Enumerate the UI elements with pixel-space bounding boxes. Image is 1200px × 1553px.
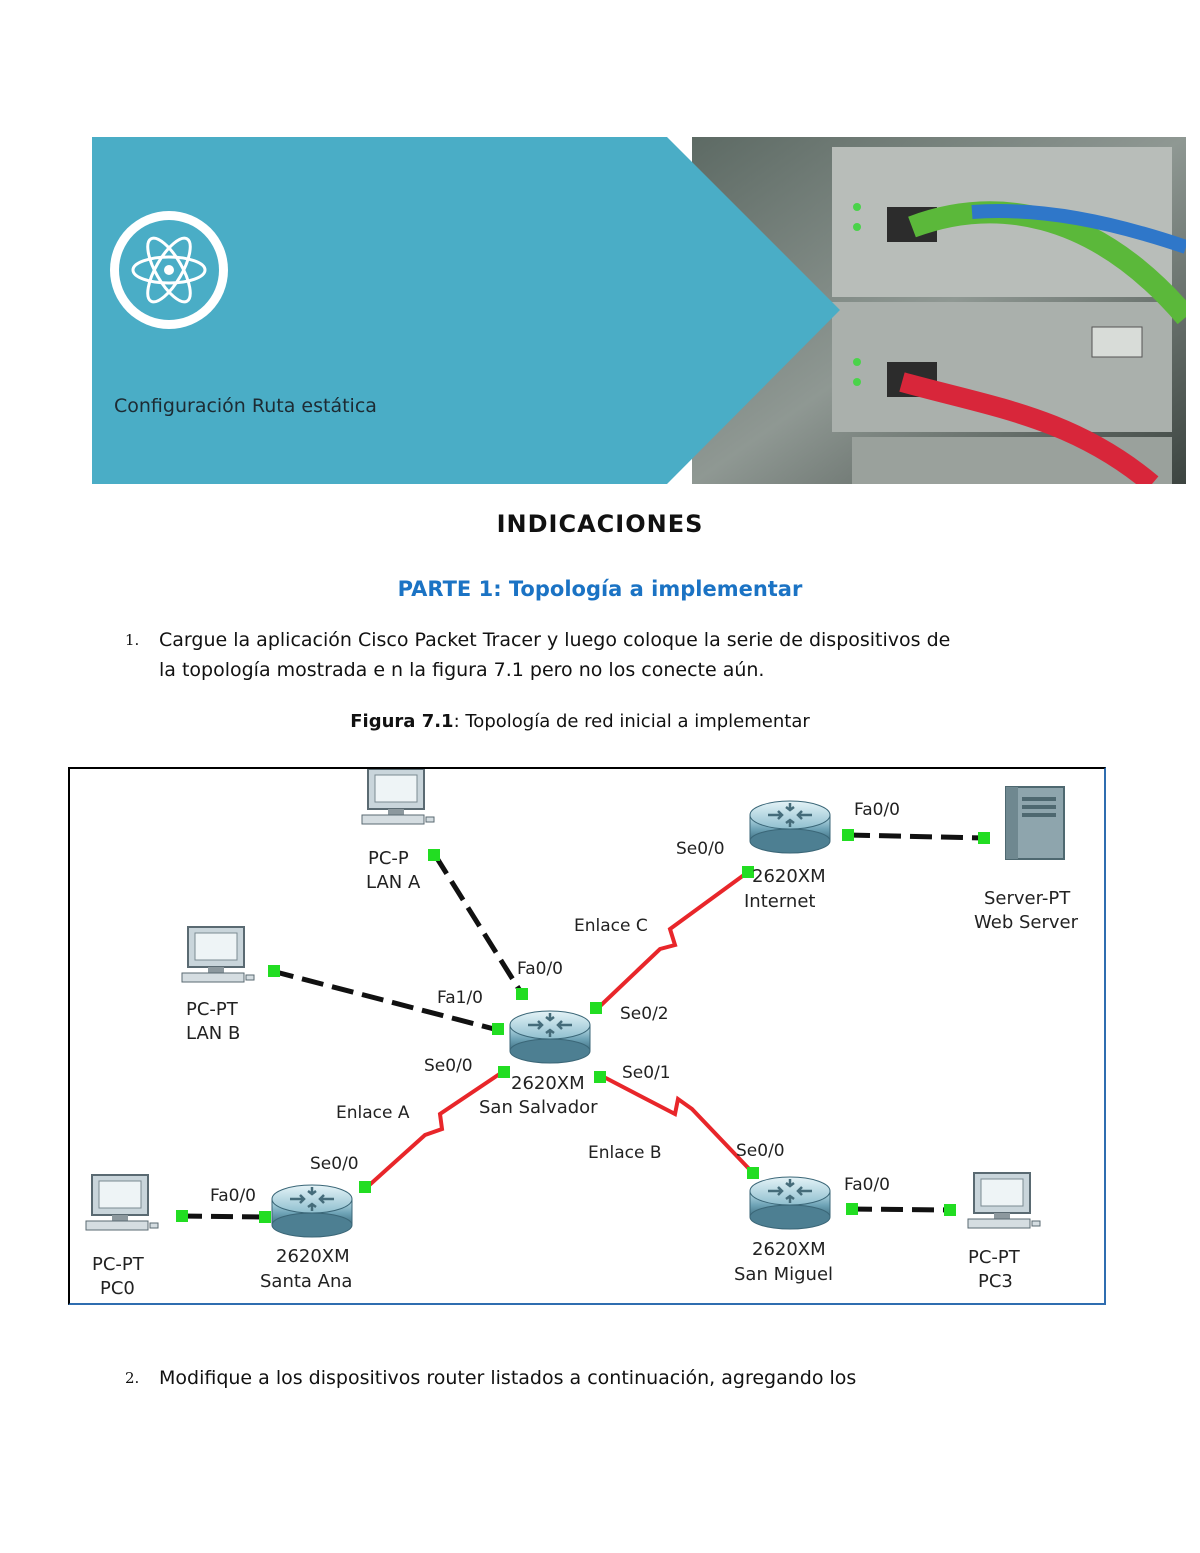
port-dot [842, 829, 854, 841]
pc-lan-a[interactable] [361, 769, 435, 825]
port-dot [742, 866, 754, 878]
list-text: Cargue la aplicación Cisco Packet Tracer… [159, 625, 1079, 685]
link-webserver [847, 832, 987, 841]
list-number: 2. [125, 1369, 140, 1387]
link-lanb [271, 968, 499, 1033]
server-web[interactable] [1005, 786, 1065, 860]
port-dot [176, 1210, 188, 1222]
atom-icon [110, 211, 228, 329]
port-dot [492, 1023, 504, 1035]
port-dot [594, 1071, 606, 1083]
port-label: Se0/0 [424, 1056, 473, 1076]
port-dot [359, 1181, 371, 1193]
link-label: Enlace A [336, 1103, 410, 1123]
pc-pc0[interactable] [85, 1174, 159, 1231]
port-label: Fa0/0 [210, 1186, 256, 1206]
device-type-label: 2620XM [752, 1239, 826, 1260]
link-pc0 [179, 1213, 266, 1220]
device-type-label: Server-PT [984, 888, 1071, 909]
pc-pc3[interactable] [967, 1172, 1041, 1229]
device-name-label: Santa Ana [260, 1271, 352, 1292]
device-name-label: San Miguel [734, 1264, 833, 1285]
list-text-line: Modifique a los dispositivos router list… [159, 1367, 857, 1389]
router-internet[interactable] [748, 799, 832, 855]
section-heading: PARTE 1: Topología a implementar [397, 577, 803, 601]
device-type-label: 2620XM [276, 1246, 350, 1267]
device-name-label: San Salvador [479, 1097, 598, 1118]
port-dot [268, 965, 280, 977]
header-banner: Configuración Ruta estática [92, 137, 1186, 484]
router-san-miguel[interactable] [748, 1175, 832, 1231]
device-name-label: PC0 [100, 1278, 135, 1299]
banner-arrow [92, 137, 840, 484]
port-label: Se0/0 [736, 1141, 785, 1161]
link-pc3 [849, 1206, 953, 1213]
port-label: Fa0/0 [844, 1175, 890, 1195]
port-dot [747, 1167, 759, 1179]
port-label: Se0/0 [310, 1154, 359, 1174]
topology-diagram: PC-P LAN A PC-PT LAN B 2620XM Internet S… [85, 769, 1079, 1299]
port-label: Se0/2 [620, 1004, 669, 1024]
banner-graphic [92, 137, 1186, 484]
port-dot [516, 988, 528, 1000]
link-label: Enlace C [574, 916, 648, 936]
router-santa-ana[interactable] [270, 1183, 354, 1239]
link-enlace-a [363, 1069, 506, 1191]
link-enlace-b [599, 1073, 755, 1175]
document-title: Configuración Ruta estática [114, 395, 377, 417]
port-dot [590, 1002, 602, 1014]
link-label: Enlace B [588, 1143, 662, 1163]
link-lana [432, 853, 525, 996]
list-text-line: Cargue la aplicación Cisco Packet Tracer… [159, 629, 951, 651]
page-heading: INDICACIONES [496, 510, 704, 538]
port-dot [428, 849, 440, 861]
port-label: Se0/1 [622, 1063, 671, 1083]
port-label: Se0/0 [676, 839, 725, 859]
list-text: Modifique a los dispositivos router list… [159, 1363, 1079, 1393]
topology-figure: PC-P LAN A PC-PT LAN B 2620XM Internet S… [68, 767, 1106, 1305]
device-name-label: PC3 [978, 1271, 1013, 1292]
port-dot [944, 1204, 956, 1216]
device-type-label: PC-PT [186, 999, 239, 1020]
port-label: Fa0/0 [517, 959, 563, 979]
list-text-line: la topología mostrada e n la figura 7.1 … [159, 659, 765, 681]
caption-text: : Topología de red inicial a implementar [453, 711, 810, 732]
port-dot [846, 1203, 858, 1215]
port-dot [498, 1066, 510, 1078]
port-dot [978, 832, 990, 844]
device-type-label: 2620XM [511, 1073, 585, 1094]
device-type-label: PC-PT [968, 1247, 1021, 1268]
port-label: Fa1/0 [437, 988, 483, 1008]
link-enlace-c [595, 870, 750, 1011]
pc-lan-b[interactable] [181, 926, 255, 983]
figure-caption: Figura 7.1: Topología de red inicial a i… [0, 711, 1160, 732]
list-number: 1. [125, 631, 140, 649]
device-type-label: PC-PT [92, 1254, 145, 1275]
port-dot [259, 1211, 271, 1223]
device-type-label: PC-P [368, 848, 409, 869]
device-name-label: LAN B [186, 1023, 240, 1044]
device-type-label: 2620XM [752, 866, 826, 887]
device-name-label: Internet [744, 891, 815, 912]
port-label: Fa0/0 [854, 800, 900, 820]
caption-label: Figura 7.1 [350, 711, 454, 732]
device-name-label: LAN A [366, 872, 421, 893]
device-name-label: Web Server [974, 912, 1079, 933]
router-san-salvador[interactable] [508, 1009, 592, 1065]
